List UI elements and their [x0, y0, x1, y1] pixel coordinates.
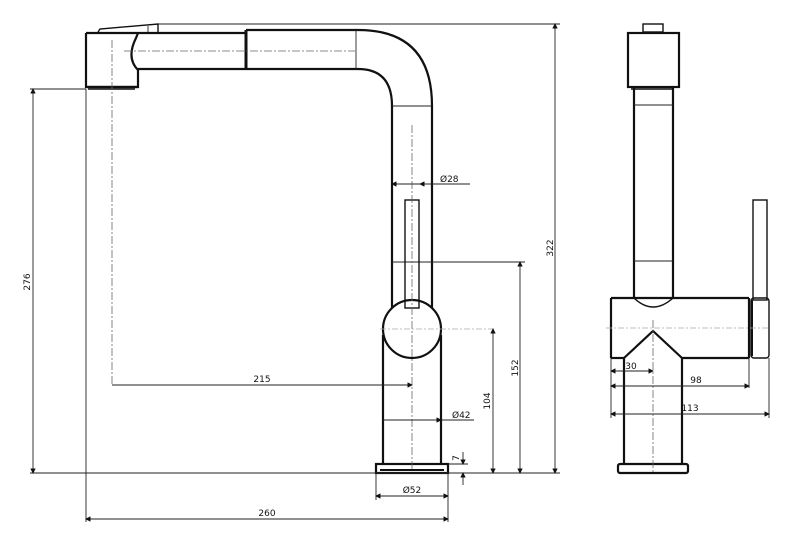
dim-overall-length: 260	[258, 509, 275, 519]
lower-body	[381, 335, 443, 464]
spray-head-cap	[642, 23, 664, 33]
spout-arm	[244, 28, 434, 107]
dim-base-diameter: Ø52	[403, 485, 422, 496]
dim-base-plate-height: 7	[452, 455, 462, 461]
dim-spout-height: 276	[23, 273, 33, 290]
spray-head	[84, 23, 246, 90]
dim-lower-diameter: Ø42	[452, 410, 471, 421]
lever-handle-side	[752, 199, 768, 301]
dim-lever-axis-height: 104	[483, 392, 493, 409]
front-view: 276 322 215 260 Ø28 Ø42 Ø52 152 104	[23, 23, 560, 522]
dim-upper-diameter: Ø28	[440, 174, 459, 185]
spray-head-side	[626, 31, 681, 89]
dim-spout-reach: 215	[253, 375, 270, 385]
dim-body-depth: 98	[690, 376, 702, 386]
dim-overall-depth: 113	[681, 404, 698, 414]
dim-offset-to-axis: 30	[625, 362, 637, 372]
dim-overall-height: 322	[546, 239, 556, 256]
side-view: 30 98 113	[606, 23, 770, 475]
dim-handle-height: 152	[511, 359, 521, 376]
